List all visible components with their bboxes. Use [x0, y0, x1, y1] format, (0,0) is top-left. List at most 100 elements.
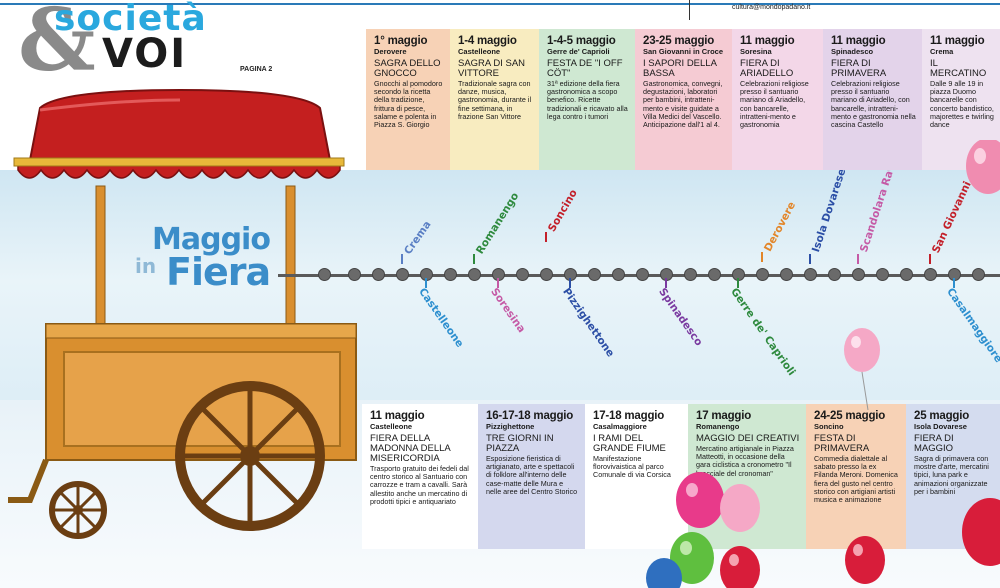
timeline-dot — [876, 268, 889, 281]
event-title: FIERA DI MAGGIO — [914, 433, 954, 454]
timeline-tick — [953, 278, 955, 288]
balloons-illustration — [646, 140, 1000, 588]
event-title: FESTA DI PRIMAVERA — [814, 433, 870, 454]
timeline-tick — [737, 278, 739, 288]
event-date: 1° maggio — [374, 35, 428, 47]
event-place: Casalmaggiore — [593, 422, 647, 431]
stall-canopy — [28, 88, 332, 161]
timeline-tick — [425, 278, 427, 288]
event-description: Celebrazioni religiose presso il santuar… — [740, 79, 809, 130]
event-description: Dalle 9 alle 19 in piazza Duomo bancarel… — [930, 79, 994, 130]
event-description: Commedia dialettale al sabato presso la … — [814, 454, 898, 505]
event-date: 23-25 maggio — [643, 35, 715, 47]
event-date: 11 maggio — [740, 35, 795, 47]
timeline-dot — [804, 268, 817, 281]
event-title: MAGGIO DEI CREATIVI — [696, 433, 800, 444]
balloon-cluster — [646, 472, 1000, 588]
event-description: Celebrazioni religiose presso il santuar… — [831, 79, 916, 130]
timeline-dot — [828, 268, 841, 281]
event-date: 11 maggio — [370, 410, 425, 422]
event-title: SAGRA DI SAN VITTORE — [458, 58, 526, 79]
timeline-dot — [708, 268, 721, 281]
logo-voi: VOI — [102, 31, 188, 77]
event-place: Castelleone — [370, 422, 413, 431]
event-title: FIERA DI PRIMAVERA — [831, 58, 887, 79]
timeline-dot — [684, 268, 697, 281]
event-date: 1-4-5 maggio — [547, 35, 616, 47]
event-title: SAGRA DELLO GNOCCO — [374, 58, 441, 79]
event-description: Tradizionale sagra con danze, musica, ga… — [458, 79, 532, 121]
event-date: 25 maggio — [914, 410, 970, 422]
timeline-dot — [900, 268, 913, 281]
event-description: 31ª edizione della fiera gastronomica a … — [547, 79, 628, 121]
timeline-dot — [444, 268, 457, 281]
timeline-dot — [516, 268, 529, 281]
timeline-tick — [473, 254, 475, 264]
event-place: Romanengo — [696, 422, 740, 431]
event-place: Pizzighettone — [486, 422, 535, 431]
title-fiera: Fiera — [166, 250, 271, 294]
event-place: Soresina — [740, 47, 772, 56]
event-place: Spinadesco — [831, 47, 874, 56]
event-title: FESTA DE "I OFF CÖT" — [547, 58, 623, 79]
event-date: 11 maggio — [930, 35, 985, 47]
page-label: PAGINA 2 — [240, 66, 273, 73]
timeline-dot — [372, 268, 385, 281]
event-place: Castelleone — [458, 47, 501, 56]
event-date: 16-17-18 maggio — [486, 410, 574, 422]
timeline-tick — [497, 278, 499, 288]
timeline-dot — [852, 268, 865, 281]
logo-societa: società — [54, 0, 207, 39]
timeline-dot — [348, 268, 361, 281]
timeline-dot — [972, 268, 985, 281]
event-date: 1-4 maggio — [458, 35, 517, 47]
timeline-dot — [468, 268, 481, 281]
timeline-tick — [401, 254, 403, 264]
balloon-pink-mid — [844, 328, 880, 411]
email-address[interactable]: cultura@mondopadano.it — [732, 4, 811, 11]
event-title: IL MERCATINO — [930, 58, 987, 79]
event-description: Gastronomica, convegni, degustazioni, la… — [643, 79, 723, 130]
title-maggio: Maggio — [152, 222, 271, 257]
event-date: 17-18 maggio — [593, 410, 665, 422]
timeline-dot — [756, 268, 769, 281]
event-description: Esposizione fieristica di artigianato, a… — [486, 454, 578, 496]
market-stall-illustration — [8, 88, 357, 539]
timeline-tick — [761, 252, 763, 262]
timeline-dot — [318, 268, 331, 281]
event-title: I SAPORI DELLA BASSA — [643, 58, 717, 79]
event-title: FIERA DI ARIADELLO — [740, 58, 794, 79]
timeline-dot — [588, 268, 601, 281]
event-title: FIERA DELLA MADONNA DELLA MISERICORDIA — [370, 433, 451, 464]
event-title: TRE GIORNI IN PIAZZA — [486, 433, 554, 454]
timeline-tick — [665, 278, 667, 288]
timeline-dot — [924, 268, 937, 281]
timeline-dot — [396, 268, 409, 281]
event-date: 17 maggio — [696, 410, 752, 422]
top-rule — [0, 3, 1000, 5]
event-title: I RAMI DEL GRANDE FIUME — [593, 433, 666, 454]
title-in: in — [135, 254, 157, 278]
timeline-tick — [569, 278, 571, 288]
event-date: 11 maggio — [831, 35, 886, 47]
balloon-pink-top — [966, 140, 1000, 194]
timeline-tick — [929, 254, 931, 264]
header-divider — [689, 0, 690, 20]
event-description: Trasporto gratuito dei fedeli dal centro… — [370, 464, 469, 506]
event-description: Manifestazione florovivaistica al parco … — [593, 454, 671, 480]
event-description: Gnocchi al pomodoro secondo la ricetta d… — [374, 79, 443, 130]
timeline-tick — [545, 232, 547, 242]
timeline-dot — [636, 268, 649, 281]
